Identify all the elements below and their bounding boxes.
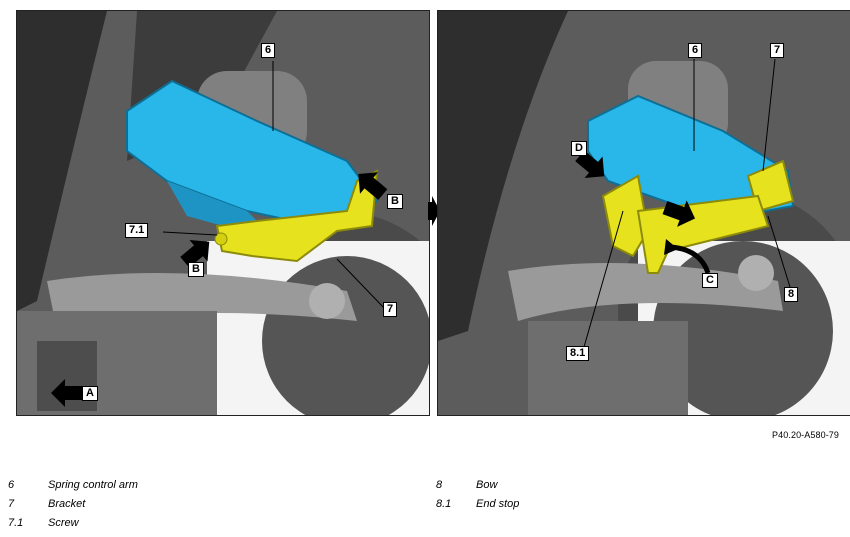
- arrow-a: [51, 379, 83, 407]
- legend-number: 8: [436, 479, 443, 491]
- frame-member: [17, 11, 107, 311]
- callout-7-right: 7: [770, 43, 785, 58]
- legend-item: 6 Spring control arm: [8, 476, 248, 495]
- right-illustration: [438, 11, 850, 415]
- bracket: [215, 169, 379, 263]
- right-illustration-panel: 6 7 D C 8 8.1: [437, 10, 850, 416]
- callout-7-left: 7: [383, 302, 398, 317]
- screw: [214, 232, 228, 246]
- callout-c: C: [702, 273, 718, 288]
- legend-number: 7: [8, 498, 15, 510]
- callout-d: D: [571, 141, 587, 156]
- frame-member: [438, 11, 568, 341]
- arrow-push: [662, 200, 696, 227]
- callout-8: 8: [784, 287, 799, 302]
- end-stop: [601, 174, 650, 258]
- arrow-b-lower: [180, 239, 210, 268]
- legend-number: 6: [8, 479, 15, 491]
- callout-6-right: 6: [688, 43, 703, 58]
- legend-text: Bow: [476, 479, 498, 491]
- transition-arrow-icon: [428, 196, 440, 226]
- legend-left: 6 Spring control arm 7 Bracket 7.1 Screw: [8, 476, 248, 533]
- callout-6-left: 6: [261, 43, 276, 58]
- callout-b-lower: B: [188, 262, 204, 277]
- callout-b-upper: B: [387, 194, 403, 209]
- legend-item: 7.1 Screw: [8, 514, 248, 533]
- legend-text: Screw: [48, 517, 79, 529]
- arrow-b-upper: [358, 172, 388, 200]
- callout-8-1: 8.1: [566, 346, 590, 361]
- legend-number: 7.1: [8, 517, 24, 529]
- legend-number: 8.1: [436, 498, 452, 510]
- legend-item: 7 Bracket: [8, 495, 248, 514]
- figure-code: P40.20-A580-79: [772, 430, 839, 440]
- legend-right: 8 Bow 8.1 End stop: [436, 476, 676, 514]
- legend-item: 8.1 End stop: [436, 495, 676, 514]
- legend-text: Spring control arm: [48, 479, 138, 491]
- left-illustration: [17, 11, 429, 415]
- callout-a: A: [82, 386, 98, 401]
- legend-text: Bracket: [48, 498, 86, 510]
- arrow-d: [575, 150, 605, 179]
- legend-item: 8 Bow: [436, 476, 676, 495]
- legend-text: End stop: [476, 498, 520, 510]
- callout-7-1: 7.1: [125, 223, 149, 238]
- left-illustration-panel: 6 7.1 B B 7 A: [16, 10, 430, 416]
